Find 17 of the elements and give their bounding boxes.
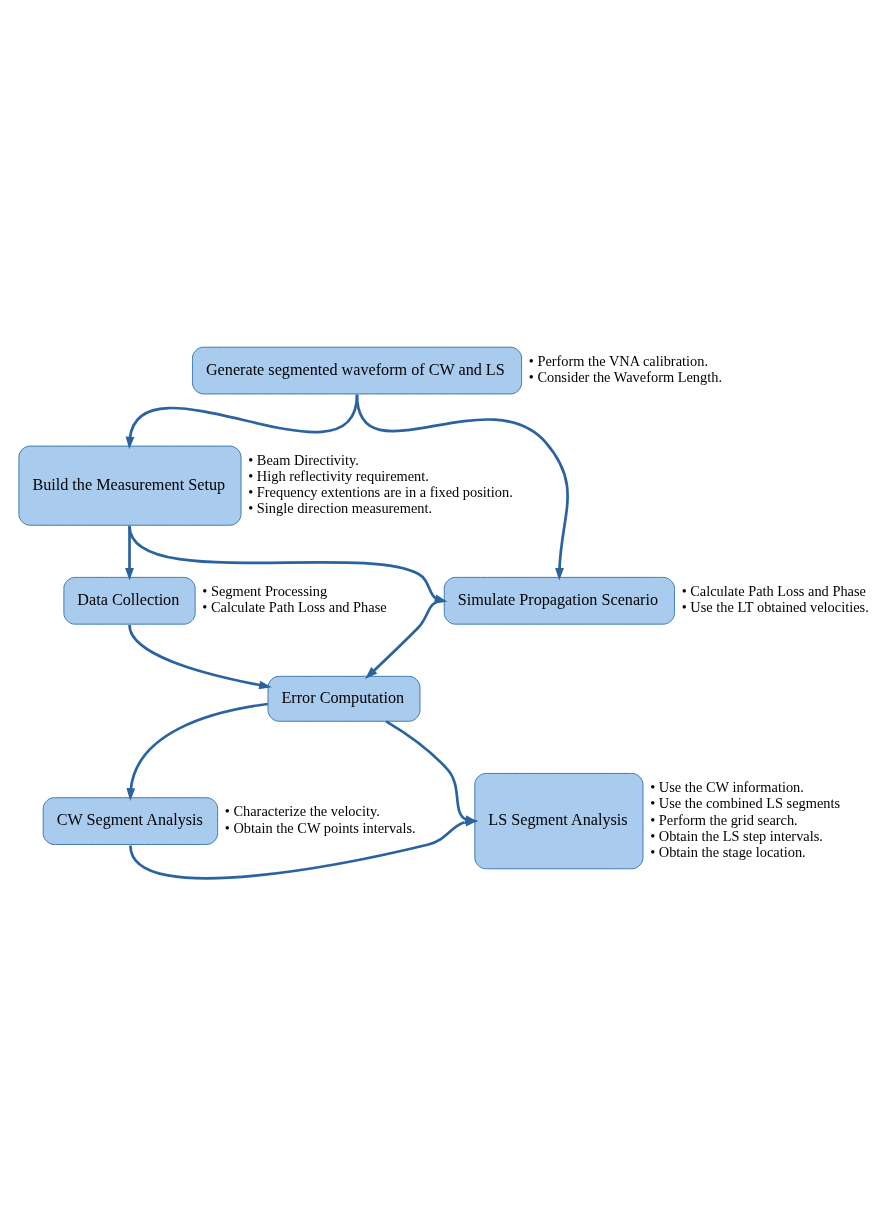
node-label: • High reflectivity requirement. xyxy=(248,468,429,484)
node-label: • Calculate Path Loss and Phase xyxy=(202,599,387,616)
node-label: • Perform the grid search. xyxy=(650,811,798,828)
node-label: • Characterize the velocity. xyxy=(224,803,380,820)
node-label: • Segment Processing xyxy=(202,583,328,600)
node-label: • Use the LT obtained velocities. xyxy=(681,599,869,616)
node-label: • Single direction measurement. xyxy=(248,500,433,517)
node-label: • Obtain the LS step intervals. xyxy=(650,827,823,844)
node-label: • Obtain the CW points intervals. xyxy=(224,819,416,836)
node-label: • Perform the VNA calibration. xyxy=(528,352,709,369)
node-label: • Beam Directivity. xyxy=(248,451,359,468)
node-label: • Consider the Waveform Length. xyxy=(528,369,723,386)
node-label: • Use the CW information. xyxy=(650,779,804,796)
node-label: • Frequency extentions are in a fixed position. xyxy=(248,484,513,501)
node-label: • Obtain the stage location. xyxy=(650,843,806,860)
node-label: • Use the combined LS segments xyxy=(650,795,841,812)
node-label: • Calculate Path Loss and Phase xyxy=(681,583,866,600)
